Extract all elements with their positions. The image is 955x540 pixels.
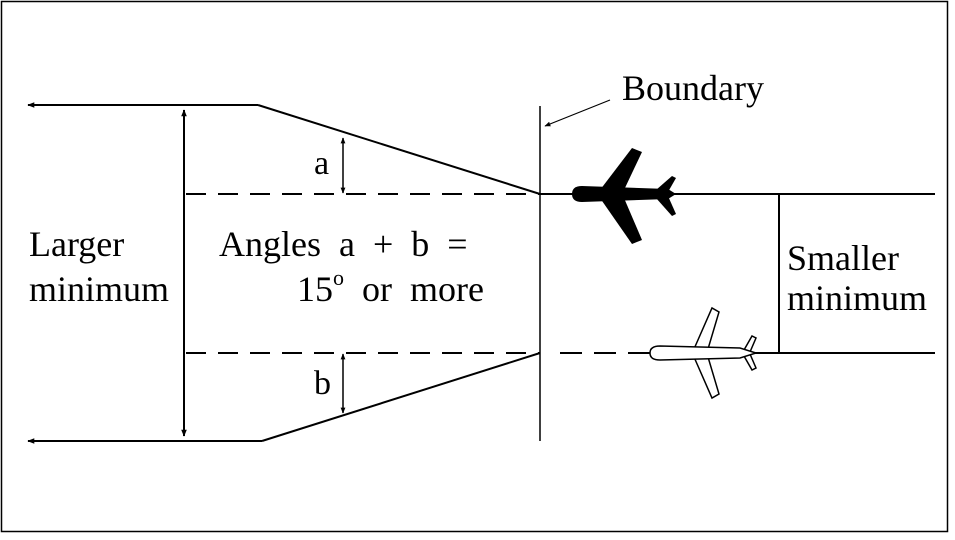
larger-minimum-label-line1: Larger (29, 224, 124, 264)
angle-a-label: a (314, 145, 329, 182)
smaller-minimum-label-line1: Smaller (787, 238, 899, 278)
larger-minimum-label-line2: minimum (29, 269, 169, 309)
upper-route-diagonal (257, 104, 541, 195)
angles-label-line2: 15o or more (297, 265, 484, 309)
boundary-pointer-arrow (544, 99, 611, 127)
angles-degree-sup: o (333, 265, 344, 290)
aircraft-upper (572, 148, 676, 244)
angles-rest: or more (344, 269, 484, 309)
boundary-label: Boundary (622, 68, 764, 108)
angle-b-label: b (314, 365, 331, 402)
angles-value: 15 (297, 269, 333, 309)
smaller-minimum-label-line2: minimum (787, 278, 927, 318)
aircraft-lower (649, 306, 759, 400)
angles-label-line1: Angles a + b = (219, 224, 468, 264)
lower-route-diagonal (261, 352, 541, 442)
